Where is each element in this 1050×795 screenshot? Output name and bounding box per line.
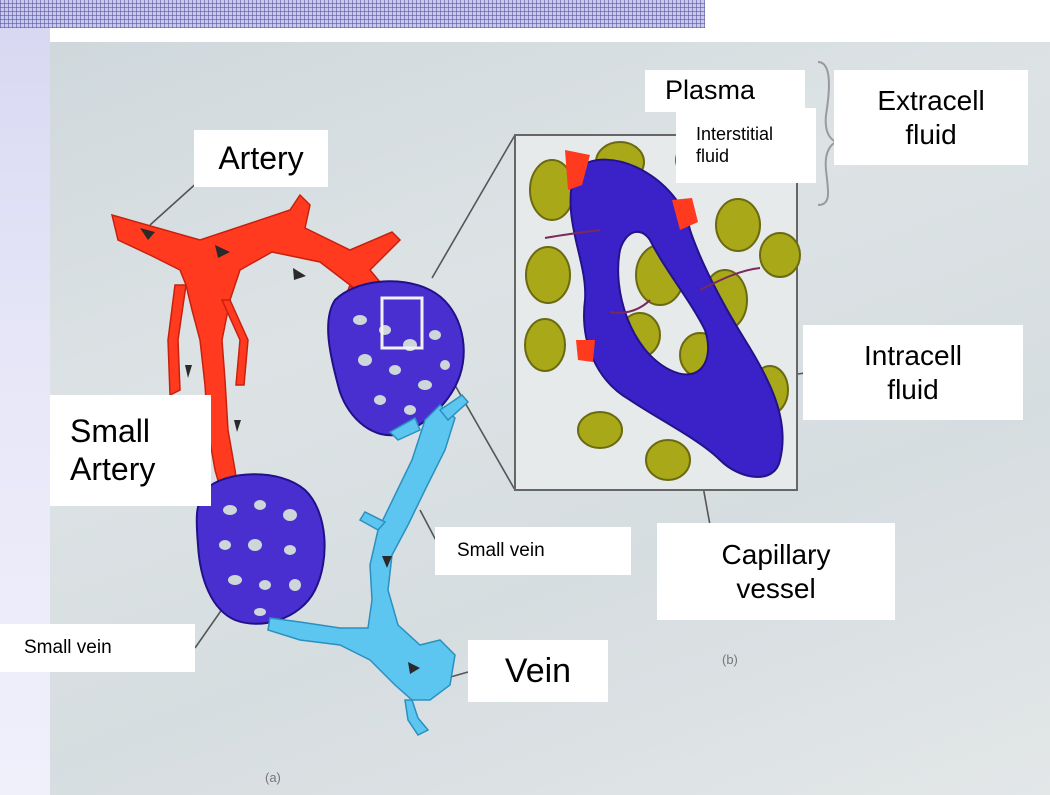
plasma-label-text: Plasma	[665, 75, 755, 107]
intracell-fluid-label: Intracell fluid	[803, 325, 1023, 420]
capillary-label-line1: Capillary	[722, 538, 831, 571]
panel-a-mark: (a)	[265, 770, 281, 785]
extracell-label-line2: fluid	[877, 118, 984, 151]
extracell-fluid-label: Extracell fluid	[834, 70, 1028, 165]
small-vein-left-label-text: Small vein	[24, 637, 112, 659]
interstitial-label-line2: fluid	[696, 146, 773, 167]
artery-label: Artery	[194, 130, 328, 187]
small-vein-right-label: Small vein	[435, 527, 631, 575]
panel-b-mark: (b)	[722, 652, 738, 667]
interstitial-fluid-label: Interstitial fluid	[676, 108, 816, 183]
capillary-vessel-label: Capillary vessel	[657, 523, 895, 620]
small-artery-label-line1: Small	[70, 413, 155, 451]
small-vein-left-leader-line	[195, 605, 225, 648]
small-artery-label: Small Artery	[50, 395, 211, 506]
small-artery-label-line2: Artery	[70, 451, 155, 489]
plasma-label: Plasma	[645, 70, 805, 112]
small-vein-right-label-text: Small vein	[457, 540, 545, 562]
capillary-label-line2: vessel	[722, 572, 831, 605]
intracell-label-line1: Intracell	[864, 339, 962, 372]
interstitial-label-line1: Interstitial	[696, 124, 773, 145]
vein-label: Vein	[468, 640, 608, 702]
intracell-label-line2: fluid	[864, 373, 962, 406]
artery-label-text: Artery	[218, 140, 303, 178]
small-vein-left-label: Small vein	[0, 624, 195, 672]
artery-leader-line	[150, 180, 200, 225]
extracell-label-line1: Extracell	[877, 84, 984, 117]
zoom-line-top	[432, 135, 515, 278]
vein-label-text: Vein	[505, 651, 571, 691]
